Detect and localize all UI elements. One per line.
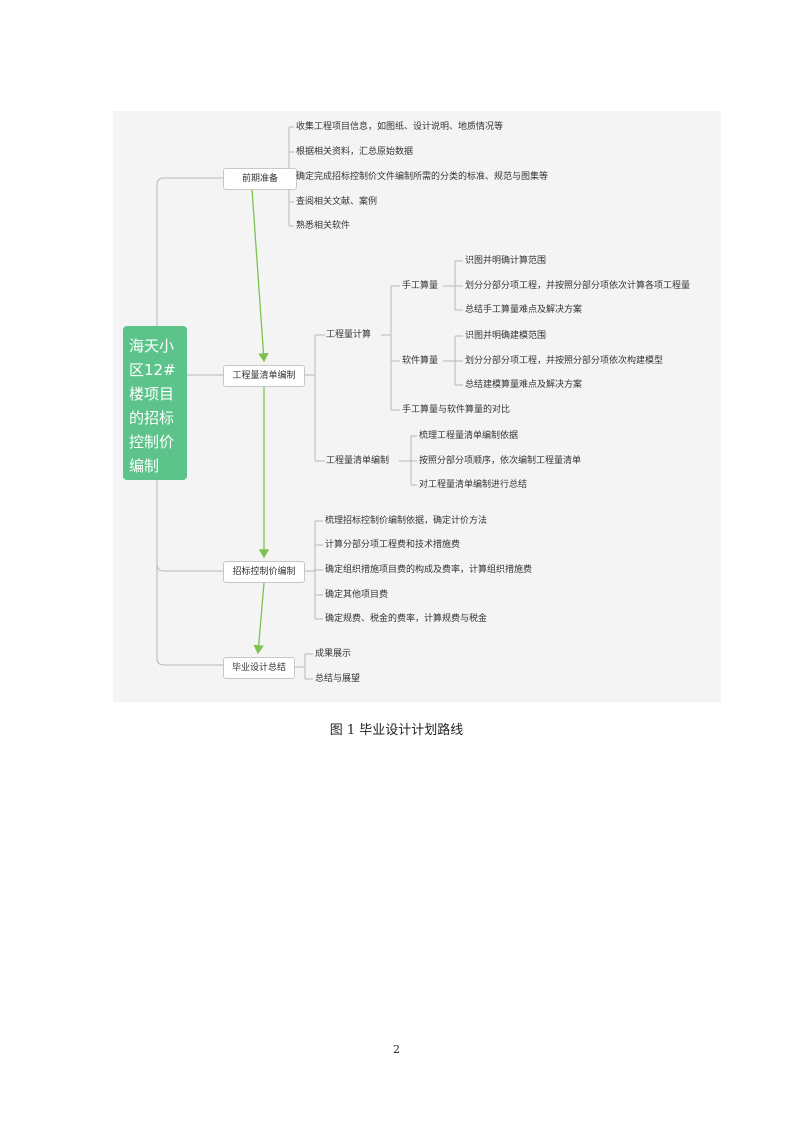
manual-item: 划分分部分项工程，并按照分部分项依次计算各项工程量 xyxy=(465,281,691,291)
stage4-item: 总结与展望 xyxy=(315,674,361,684)
stage-node-price: 招标控制价编制 xyxy=(223,561,305,583)
manual-item: 总结手工算量难点及解决方案 xyxy=(465,305,583,315)
stage1-item: 根据相关资料，汇总原始数据 xyxy=(296,147,414,157)
stage1-item: 收集工程项目信息，如图纸、设计说明、地质情况等 xyxy=(296,122,504,132)
stage3-item: 梳理招标控制价编制依据，确定计价方法 xyxy=(325,516,488,526)
software-item: 总结建模算量难点及解决方案 xyxy=(465,380,583,390)
page-number: 2 xyxy=(393,1043,400,1056)
subgroup-software: 软件算量 xyxy=(402,356,439,366)
stage4-item: 成果展示 xyxy=(315,649,352,659)
group-bill-compile: 工程量清单编制 xyxy=(326,456,390,466)
stage1-item: 确定完成招标控制价文件编制所需的分类的标准、规范与图集等 xyxy=(296,172,549,182)
software-item: 划分分部分项工程，并按照分部分项依次构建模型 xyxy=(465,356,664,366)
mindmap-figure: 海天小区12#楼项目的招标控制价编制 前期准备 工程量清单编制 招标控制价编制 … xyxy=(113,111,721,702)
figure-caption: 图 1 毕业设计计划路线 xyxy=(329,723,464,738)
connector-lines xyxy=(156,126,463,680)
bill-item: 对工程量清单编制进行总结 xyxy=(419,480,528,490)
subgroup-compare: 手工算量与软件算量的对比 xyxy=(402,405,511,415)
stage3-item: 计算分部分项工程费和技术措施费 xyxy=(325,540,461,550)
software-item: 识图并明确建模范围 xyxy=(465,331,547,341)
stage-node-summary: 毕业设计总结 xyxy=(223,657,295,679)
group-quantity-calc: 工程量计算 xyxy=(326,330,372,340)
bill-item: 梳理工程量清单编制依据 xyxy=(419,431,519,441)
stage3-item: 确定其他项目费 xyxy=(325,590,389,600)
stage3-item: 确定规费、税金的费率，计算规费与税金 xyxy=(325,614,488,624)
stage1-item: 查阅相关文献、案例 xyxy=(296,197,378,207)
stage-node-prep: 前期准备 xyxy=(223,168,297,190)
root-node: 海天小区12#楼项目的招标控制价编制 xyxy=(123,326,187,480)
stage3-item: 确定组织措施项目费的构成及费率，计算组织措施费 xyxy=(325,565,533,575)
subgroup-manual: 手工算量 xyxy=(402,281,439,291)
manual-item: 识图并明确计算范围 xyxy=(465,256,547,266)
bill-item: 按照分部分项顺序，依次编制工程量清单 xyxy=(419,456,582,466)
stage-node-bill: 工程量清单编制 xyxy=(223,365,305,387)
stage1-item: 熟悉相关软件 xyxy=(296,221,351,231)
